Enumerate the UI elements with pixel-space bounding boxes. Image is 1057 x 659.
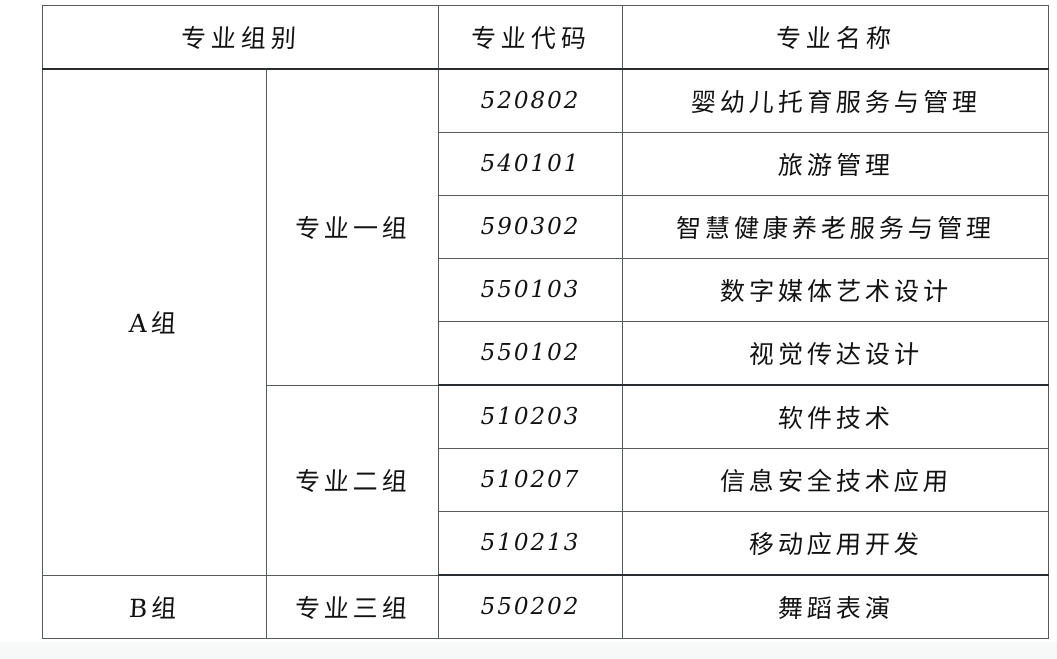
table-row: 540101 旅游管理 [43, 132, 1050, 196]
header-cell-code: 专业代码 [438, 5, 624, 70]
table-row: B组 专业三组 550202 舞蹈表演 [42, 574, 1050, 639]
major-name-text: 数字媒体艺术设计 [718, 277, 953, 306]
major-name: 数字媒体艺术设计 [622, 258, 1050, 322]
group-cell-b: B组 [42, 574, 267, 639]
subgroup-label: 专业二组 [293, 467, 412, 496]
table-row: 专业二组 510203 软件技术 [43, 384, 1050, 576]
major-name: 视觉传达设计 [622, 321, 1050, 386]
major-name-text: 软件技术 [776, 404, 895, 433]
header-cell-name: 专业名称 [622, 5, 1050, 70]
major-code: 550102 [438, 321, 624, 386]
major-name: 智慧健康养老服务与管理 [622, 195, 1050, 259]
table-row: 510213 移动应用开发 [43, 511, 1050, 576]
major-name: 软件技术 [622, 384, 1050, 449]
subgroup-cell-2: 专业二组 [265, 384, 440, 576]
major-code: 540101 [438, 132, 624, 196]
major-name-text: 视觉传达设计 [747, 340, 924, 369]
major-code: 510213 [438, 511, 624, 576]
header-cell-group: 专业组别 [41, 5, 440, 70]
table-header-row: 专业组别 专业代码 专业名称 [41, 5, 1050, 70]
group-label: B组 [127, 593, 181, 623]
table-row: 510207 信息安全技术应用 [43, 448, 1050, 512]
subgroup-cell-1: 专业一组 [265, 68, 440, 386]
major-group-table: 专业组别 专业代码 专业名称 A组 专业一组 520802 [41, 5, 1050, 639]
major-group-table-container: 专业组别 专业代码 专业名称 A组 专业一组 520802 [41, 5, 1050, 639]
header-label-group: 专业组别 [179, 24, 302, 53]
major-name-text: 信息安全技术应用 [718, 467, 953, 496]
subgroup-label: 专业一组 [293, 214, 412, 244]
major-code: 550103 [438, 258, 624, 322]
major-code: 590302 [438, 195, 624, 259]
major-code: 550202 [438, 574, 624, 639]
major-code: 510203 [438, 384, 624, 449]
major-name: 旅游管理 [622, 132, 1050, 196]
table-body: A组 专业一组 520802 婴幼儿托育服务与管理 540101 旅游管理 59… [42, 68, 1050, 639]
table-row: 550102 视觉传达设计 [43, 321, 1050, 386]
major-code: 510207 [438, 448, 624, 512]
major-name-text: 舞蹈表演 [776, 594, 895, 623]
major-name: 信息安全技术应用 [622, 448, 1050, 512]
table-row: A组 专业一组 520802 婴幼儿托育服务与管理 [42, 68, 1050, 576]
major-code: 520802 [438, 68, 624, 133]
group-cell-a: A组 [42, 68, 267, 576]
major-name: 舞蹈表演 [622, 574, 1050, 639]
subgroup-label: 专业三组 [293, 593, 412, 623]
table-row: 590302 智慧健康养老服务与管理 [43, 195, 1050, 259]
subgroup-cell-3: 专业三组 [265, 574, 440, 639]
major-name-text: 旅游管理 [776, 151, 895, 180]
major-name-text: 婴幼儿托育服务与管理 [689, 88, 982, 117]
major-name: 移动应用开发 [622, 511, 1050, 576]
group-label: A组 [128, 309, 181, 339]
table-row: 550103 数字媒体艺术设计 [43, 258, 1050, 322]
header-label-code: 专业代码 [469, 24, 592, 53]
page-background-tint [0, 642, 1057, 659]
major-name: 婴幼儿托育服务与管理 [622, 68, 1050, 133]
header-label-name: 专业名称 [774, 24, 897, 53]
major-name-text: 移动应用开发 [747, 530, 924, 559]
major-name-text: 智慧健康养老服务与管理 [675, 214, 996, 243]
